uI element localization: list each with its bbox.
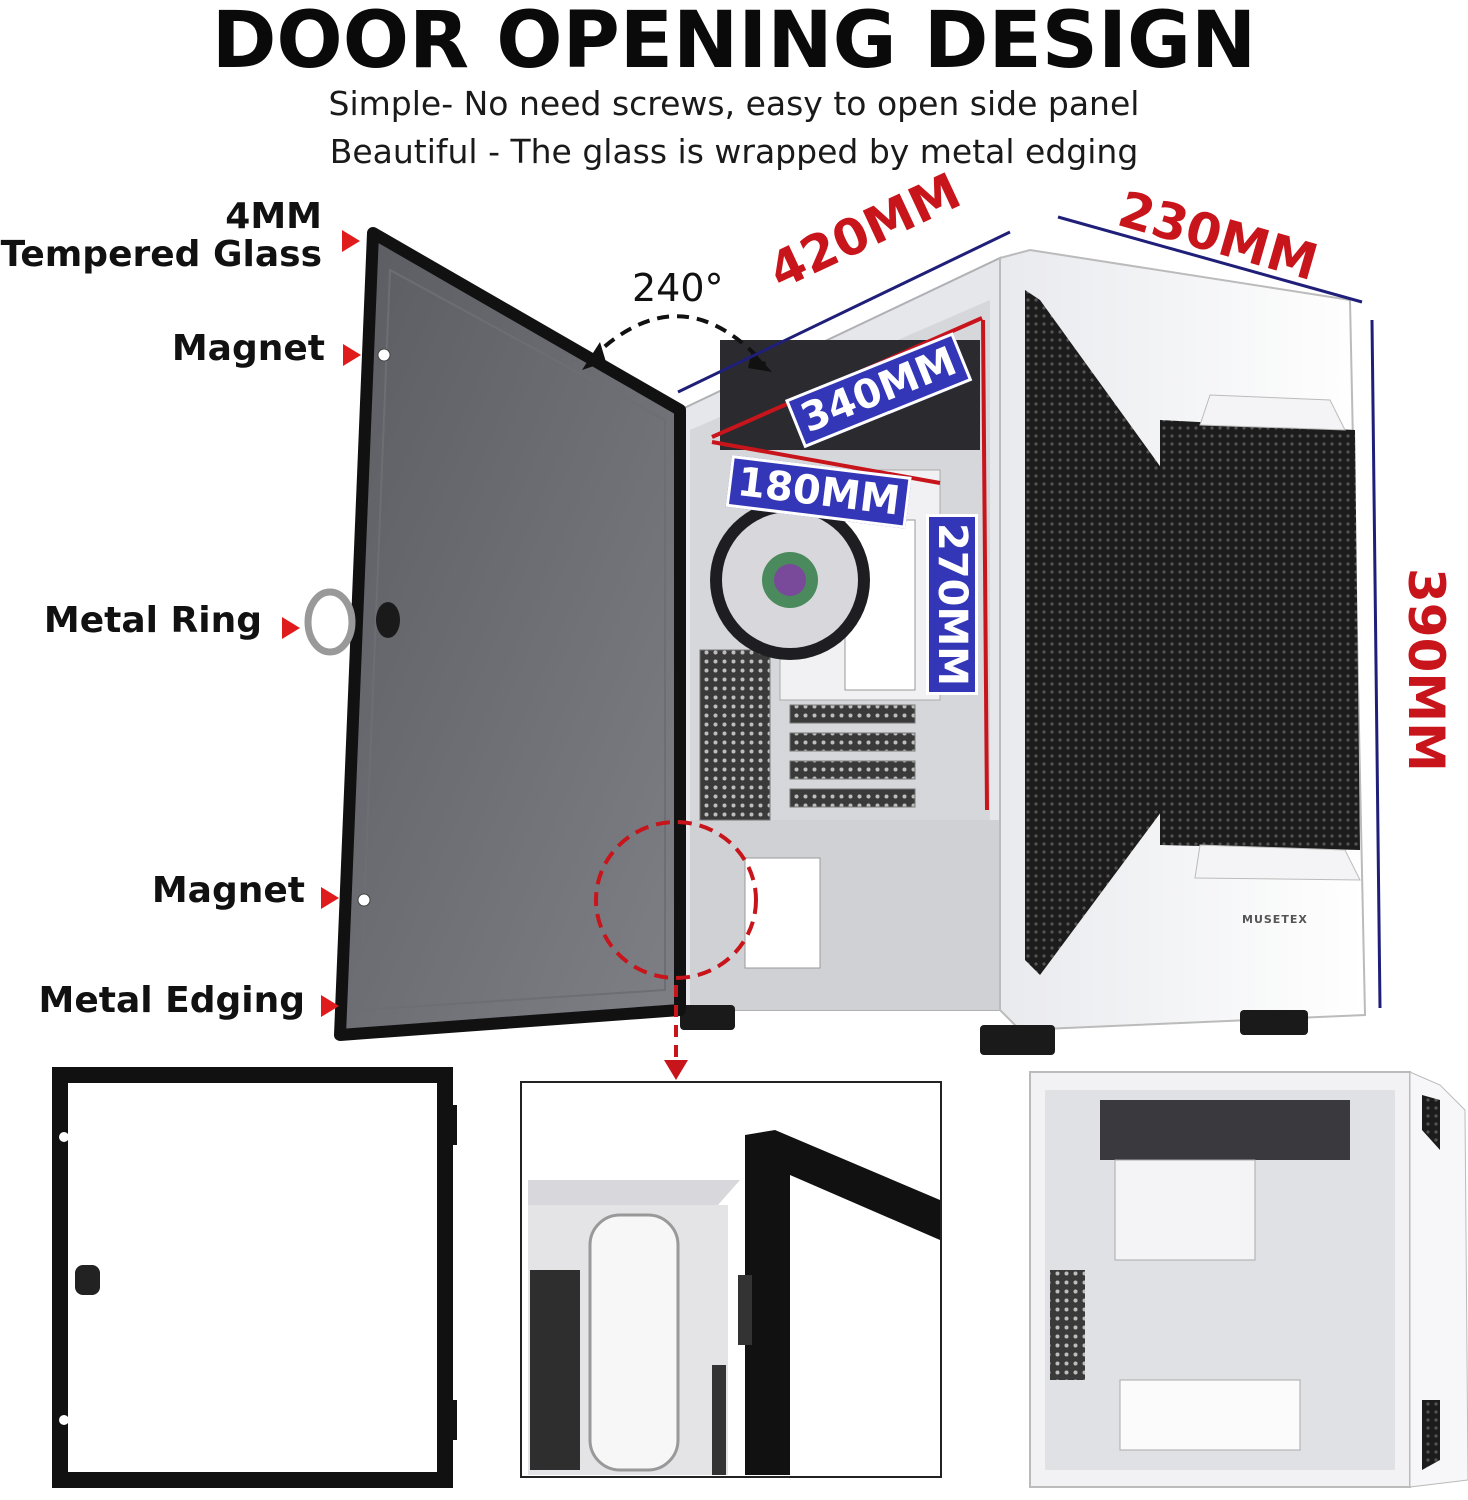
page-title: DOOR OPENING DESIGN <box>211 0 1257 86</box>
angle-label: 240° <box>632 266 724 310</box>
brand-logo-text: MUSETEX <box>1242 913 1308 926</box>
magnet-dot-bottom <box>357 893 371 907</box>
foot-front-left <box>980 1025 1055 1055</box>
glass-door <box>304 227 686 1041</box>
height-dimension: 390MM <box>1397 568 1455 772</box>
height-line <box>1370 319 1382 1009</box>
length-line <box>677 230 1011 394</box>
door-flat-view <box>52 1067 457 1488</box>
arrow-edging-icon <box>321 995 339 1017</box>
magnet-dot-top <box>377 348 391 362</box>
glass-type-text: Tempered Glass <box>0 233 322 275</box>
magnet-top-label: Magnet <box>171 328 325 369</box>
subtitle-simple: Simple- No need screws, easy to open sid… <box>328 84 1140 123</box>
front-panel <box>999 248 1367 1032</box>
hinge-closeup <box>520 1081 942 1478</box>
hinge-detail-circle <box>594 820 758 980</box>
arrow-magnet-bottom-icon <box>321 887 339 909</box>
foot-front-right <box>1240 1010 1308 1035</box>
metal-ring-label: Metal Ring <box>43 600 262 641</box>
foot-rear <box>680 1005 735 1030</box>
width-line <box>1057 215 1363 304</box>
angle-arrow <box>588 314 767 367</box>
interior-view <box>1029 1071 1468 1488</box>
metal-ring-graphic <box>304 588 356 656</box>
glass-thickness-text: 4MM <box>225 196 322 237</box>
metal-edging-label: Metal Edging <box>38 980 305 1021</box>
arrow-ring-icon <box>282 617 300 639</box>
arrow-magnet-top-icon <box>343 344 361 366</box>
tempered-glass-label: 4MM Tempered Glass <box>0 198 322 274</box>
arrow-glass-icon <box>342 230 360 252</box>
psu-clearance-tag: 270MM <box>926 514 978 696</box>
magnet-bottom-label: Magnet <box>151 870 305 911</box>
subtitle-beautiful: Beautiful - The glass is wrapped by meta… <box>329 132 1139 171</box>
psu-line <box>981 319 989 811</box>
